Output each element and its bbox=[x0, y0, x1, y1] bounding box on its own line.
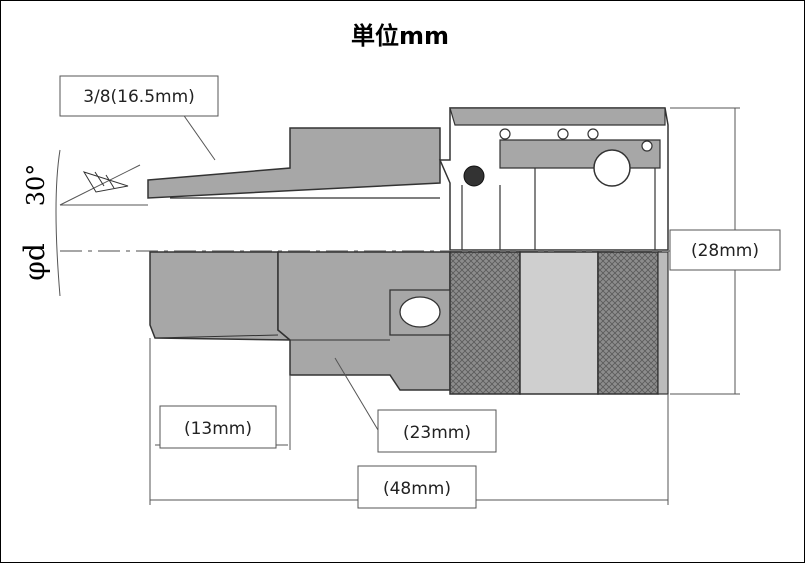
spring-coil-icon bbox=[587, 128, 599, 140]
upper-section bbox=[147, 107, 669, 251]
knurled-sleeve-left bbox=[449, 251, 521, 395]
spring-coil-icon bbox=[641, 140, 653, 152]
lower-external bbox=[149, 251, 669, 395]
total-length-label: (48mm) bbox=[383, 479, 451, 499]
spring-coil-icon bbox=[557, 128, 569, 140]
body-length-label: (23mm) bbox=[403, 423, 471, 443]
spring-coil-icon bbox=[499, 128, 511, 140]
pin-hole-icon bbox=[399, 296, 441, 328]
thread-length-label-box: (13mm) bbox=[159, 405, 277, 449]
thread-label: 3/8(16.5mm) bbox=[83, 87, 195, 107]
locking-ball-icon bbox=[593, 149, 631, 187]
bore-label: φd bbox=[18, 243, 51, 281]
thread-label-box: 3/8(16.5mm) bbox=[59, 75, 219, 117]
angle-label: 30° bbox=[22, 164, 50, 207]
page-title: 単位mm bbox=[351, 22, 449, 50]
outer-diameter-label-box: (28mm) bbox=[669, 229, 781, 271]
knurled-sleeve-right bbox=[597, 251, 659, 395]
outer-diameter-label: (28mm) bbox=[691, 241, 759, 261]
total-length-label-box: (48mm) bbox=[357, 465, 477, 509]
o-ring-icon bbox=[463, 165, 485, 187]
thread-length-label: (13mm) bbox=[184, 419, 252, 439]
dimension-lines bbox=[55, 107, 740, 505]
body-length-label-box: (23mm) bbox=[377, 409, 497, 453]
